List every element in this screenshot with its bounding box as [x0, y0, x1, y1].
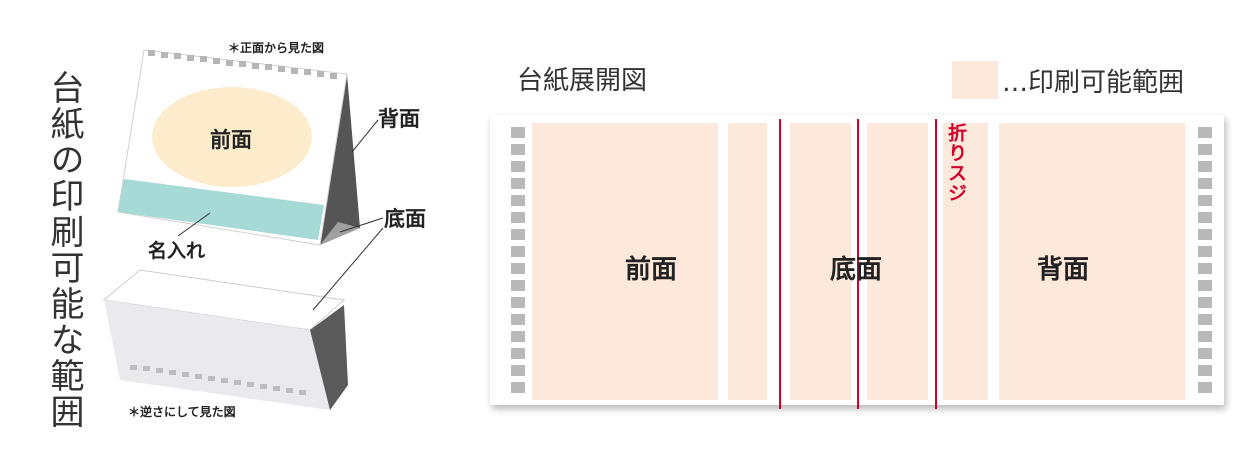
binding-holes-bottom [130, 365, 306, 395]
zone-label-bottom: 底面 [830, 255, 883, 285]
printable-zone-front [532, 123, 718, 400]
note-back-view: ＊逆さにして見た図 [128, 405, 236, 419]
back-callout-line [351, 119, 379, 153]
calendar-back-panel [320, 74, 360, 245]
printable-zone-back [999, 123, 1185, 400]
note-front-view: ＊正面から見た図 [228, 41, 325, 55]
name-callout-line [177, 212, 211, 237]
fold-line-2 [857, 119, 859, 409]
legend-text: …印刷可能範囲 [1002, 68, 1185, 98]
binding-holes-top [148, 50, 337, 79]
name-print-band [118, 179, 324, 240]
inverted-side-panel [310, 305, 348, 410]
binding-holes-left [511, 127, 525, 399]
fold-line-1 [779, 119, 781, 409]
side-title: 台紙の印刷可能な範囲 [44, 70, 84, 430]
inverted-front-panel [104, 300, 330, 410]
front-printable-oval [152, 87, 312, 187]
label-name-area: 名入れ [148, 240, 206, 262]
fold-line-3 [935, 119, 937, 409]
label-bottom-panel: 底面 [384, 207, 426, 231]
zone-label-back: 背面 [1037, 255, 1090, 285]
bottom-callout-line [339, 217, 384, 233]
bottom-callout-line-lower [312, 227, 384, 311]
printable-zone-bottom-2 [867, 123, 928, 400]
diagram-title: 台紙展開図 [517, 66, 648, 96]
mount-sheet: 折りスジ 前面 底面 背面 [490, 115, 1224, 409]
printable-zone-flap-2 [943, 123, 988, 400]
fold-line-label: 折りスジ [945, 123, 967, 203]
printable-zone-bottom-1 [790, 123, 851, 400]
legend-swatch [952, 61, 998, 99]
binding-holes-right [1198, 127, 1212, 399]
printable-zone-flap-1 [728, 123, 767, 400]
zone-label-front: 前面 [625, 255, 678, 285]
label-back-panel: 背面 [378, 107, 420, 131]
calendar-bottom-shadow [320, 222, 360, 245]
label-front-panel: 前面 [210, 128, 252, 152]
